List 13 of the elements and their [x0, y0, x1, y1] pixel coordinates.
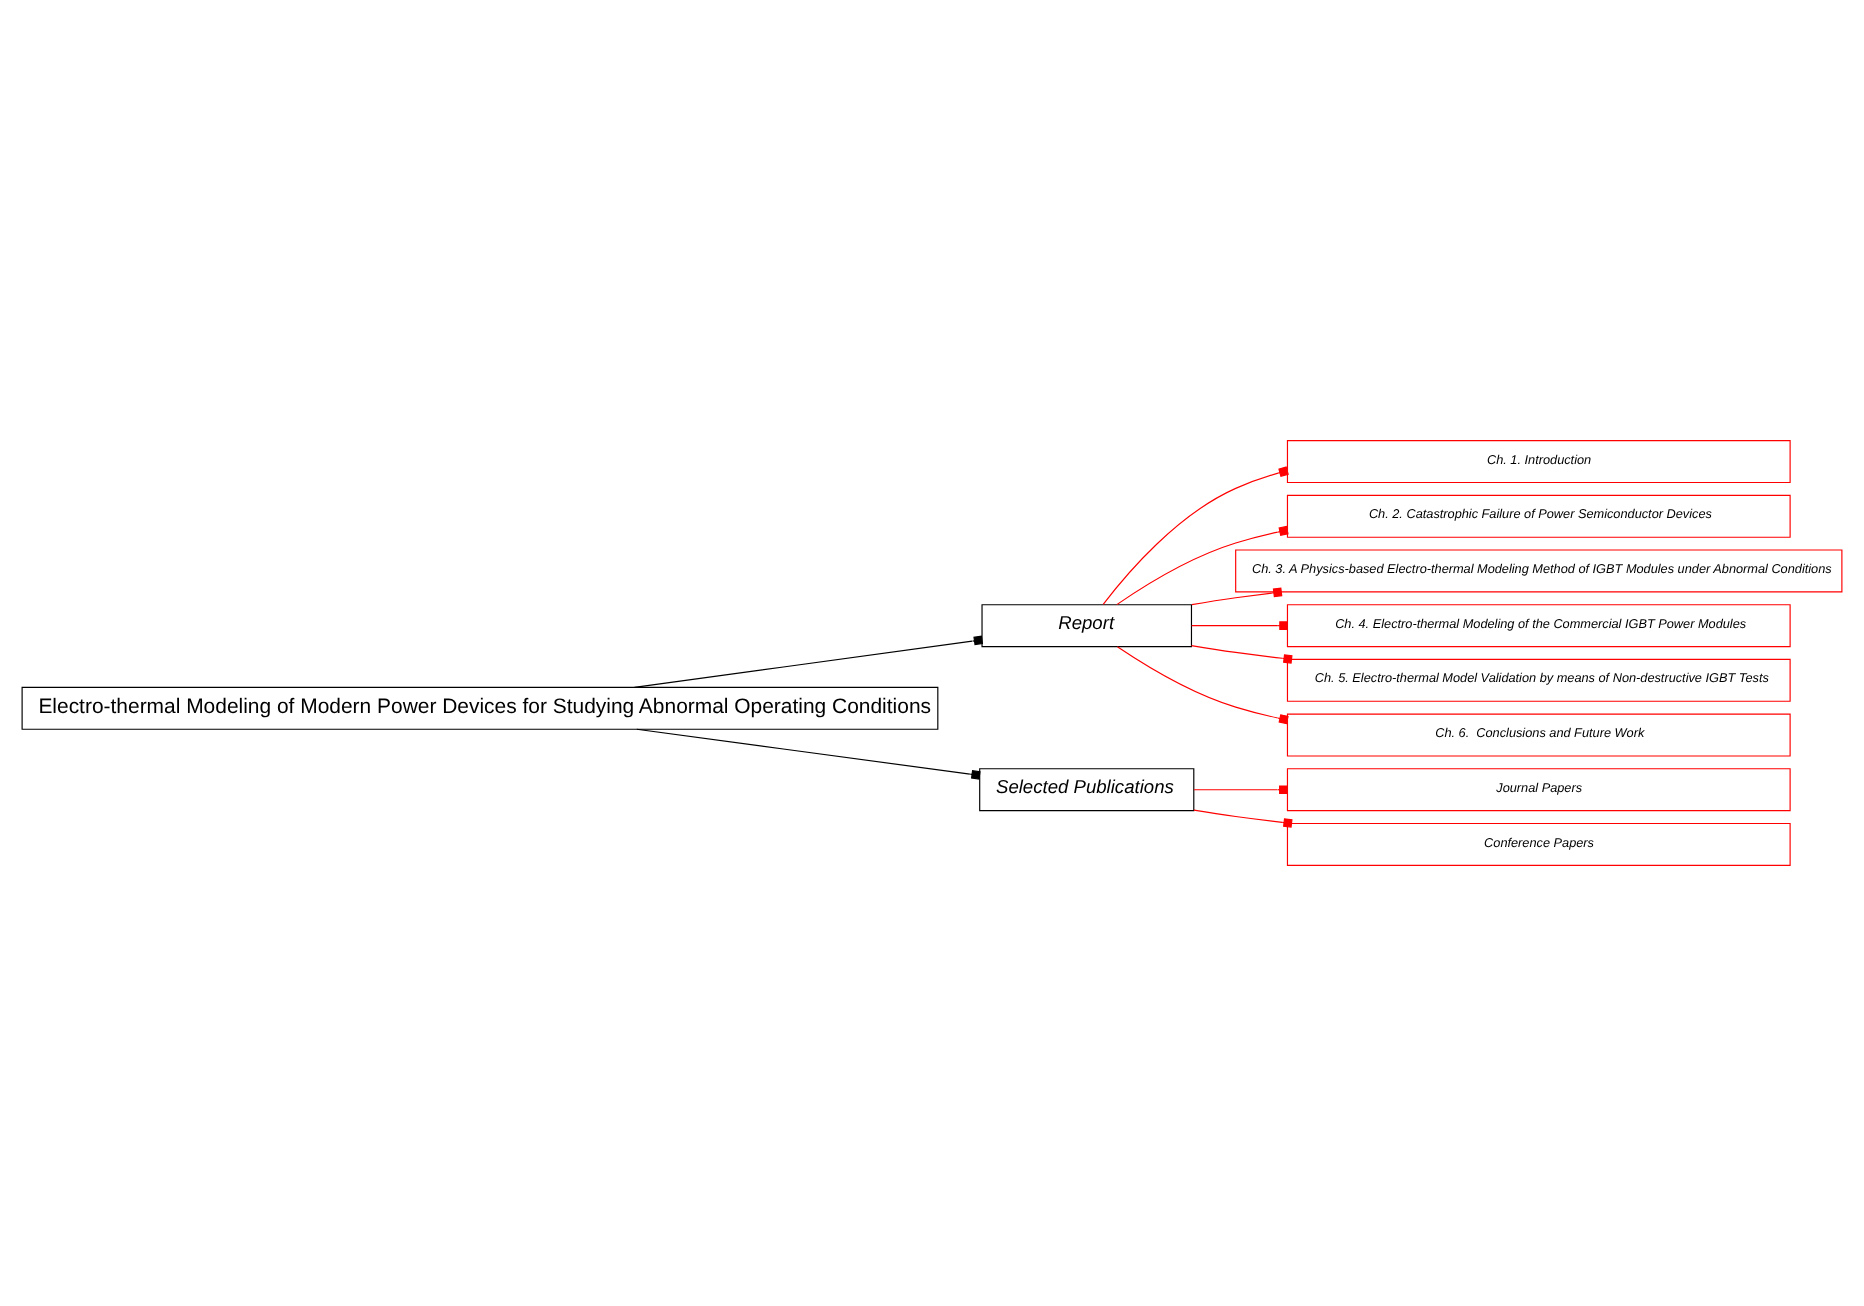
connector — [1116, 525, 1289, 606]
connector — [1102, 466, 1289, 605]
connector — [1193, 809, 1293, 828]
node-box: Selected Publications — [979, 768, 1195, 812]
connector — [1191, 587, 1283, 606]
connector — [636, 728, 981, 780]
connector — [633, 635, 984, 688]
connector — [1190, 645, 1293, 664]
connector — [1116, 646, 1289, 725]
node-box: Report — [981, 604, 1193, 648]
node-box: Electro-thermal Modeling of Modern Power Devices for Studying Abnormal Operating Conditions — [21, 686, 939, 730]
connector — [1193, 785, 1288, 795]
connector — [1191, 621, 1288, 630]
